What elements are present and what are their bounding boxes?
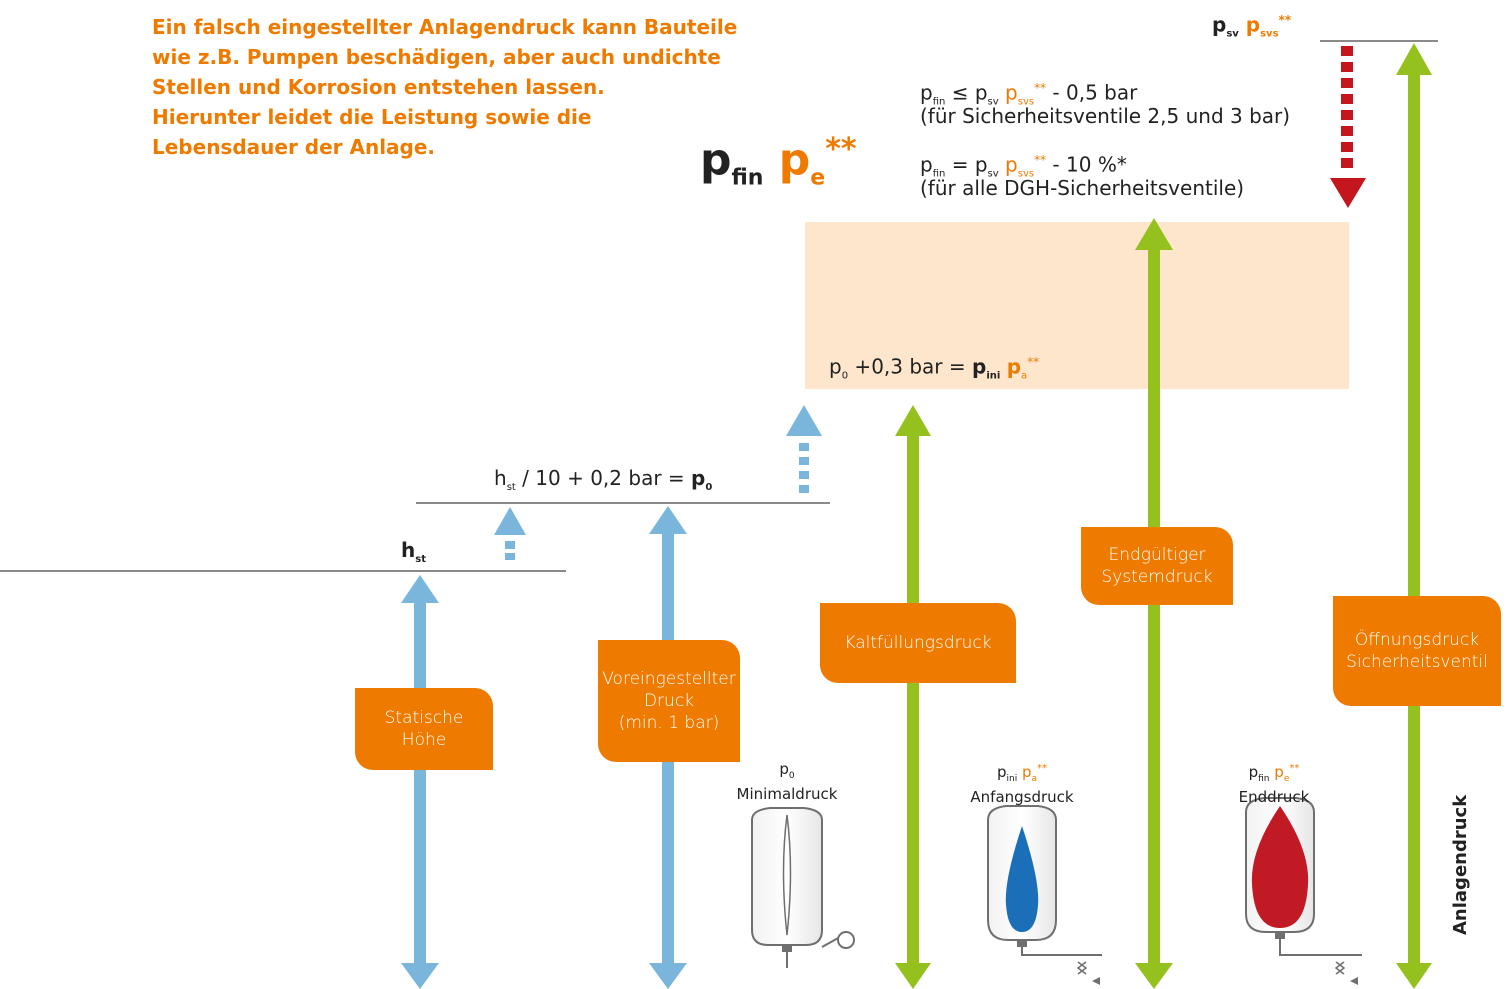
fle-p2: p bbox=[974, 80, 988, 105]
feq-sub2: sv bbox=[987, 168, 999, 180]
vessel-minimal-label: p0 Minimaldruck bbox=[727, 760, 847, 803]
feq-rest: - 10 %* bbox=[1046, 152, 1127, 177]
box-safety-valve-opening: Öffnungsdruck Sicherheitsventil bbox=[1333, 596, 1501, 706]
hst-label: hst bbox=[401, 538, 426, 572]
fini-sub: 0 bbox=[841, 370, 849, 382]
fini-mid: +0,3 bar = bbox=[848, 354, 973, 379]
title-p2: p bbox=[778, 134, 811, 186]
feq-p3: p bbox=[1005, 152, 1018, 177]
fp0-mid: / 10 + 0,2 bar = bbox=[515, 466, 692, 490]
fle-p3: p bbox=[1005, 80, 1018, 105]
psv-p: p bbox=[1212, 12, 1227, 37]
formula-p0: hst / 10 + 0,2 bar = p0 bbox=[494, 466, 712, 500]
fp0-h: h bbox=[494, 466, 507, 490]
vfin-symbol: pfin pe** bbox=[1248, 763, 1300, 784]
p0-to-pini-dashed-arrow bbox=[786, 405, 822, 493]
system-pressure-axis-label: Anlagendruck bbox=[1450, 794, 1471, 935]
hst-to-p0-dashed-arrow bbox=[494, 507, 526, 560]
fle-rest: - 0,5 bar bbox=[1046, 80, 1138, 105]
vessel-final-label: pfin pe** Enddruck bbox=[1214, 760, 1334, 806]
safety-valve-label: psv psvs** bbox=[1212, 8, 1291, 47]
psvs-stars: ** bbox=[1278, 13, 1292, 27]
hst-sub: st bbox=[415, 554, 426, 565]
feq-stars: ** bbox=[1034, 153, 1047, 167]
formula-eq: pfin = psv psvs** - 10 %* bbox=[920, 148, 1127, 187]
fle-stars: ** bbox=[1034, 81, 1047, 95]
vessel-initial-icon bbox=[987, 805, 1102, 985]
vini-symbol: pini pa** bbox=[996, 763, 1048, 784]
fle-sub2: sv bbox=[987, 96, 999, 108]
vessel-initial-label: pini pa** Anfangsdruck bbox=[962, 760, 1082, 806]
vfin-name: Enddruck bbox=[1238, 788, 1310, 806]
vmin-symbol: p0 bbox=[779, 760, 795, 781]
fini-p2: p bbox=[972, 354, 987, 379]
feq-p: p bbox=[920, 152, 933, 177]
fp0-p: p bbox=[691, 466, 706, 490]
box-cold-fill-pressure: Kaltfüllungsdruck bbox=[820, 603, 1016, 683]
fini-sub2: ini bbox=[986, 370, 1001, 382]
title-stars: ** bbox=[825, 132, 857, 167]
fini-stars: ** bbox=[1027, 355, 1040, 369]
fp0-sub2: 0 bbox=[705, 482, 713, 493]
box-preset-pressure: Voreingestellter Druck (min. 1 bar) bbox=[598, 640, 740, 762]
fini-p3: p bbox=[1006, 354, 1022, 379]
psvs-sub: svs bbox=[1260, 28, 1279, 40]
fp0-sub: st bbox=[506, 482, 516, 493]
formula-initial: p0 +0,3 bar = pini pa** bbox=[829, 350, 1039, 389]
box-final-system-pressure: Endgültiger Systemdruck bbox=[1081, 527, 1233, 605]
opening-pressure-arrow bbox=[1396, 43, 1432, 989]
vini-name: Anfangsdruck bbox=[970, 788, 1074, 806]
fle-sub: fin bbox=[932, 96, 946, 108]
intro-text: Ein falsch eingestellter Anlagendruck ka… bbox=[152, 15, 738, 159]
psvs-p: p bbox=[1245, 12, 1261, 37]
hst-arrow bbox=[401, 575, 439, 989]
fle-p: p bbox=[920, 80, 933, 105]
fle-rel: ≤ bbox=[945, 80, 975, 105]
box-static-height: Statische Höhe bbox=[355, 688, 493, 770]
feq-p2: p bbox=[974, 152, 988, 177]
title-sub: fin bbox=[731, 165, 764, 191]
fini-sub3: a bbox=[1021, 370, 1028, 382]
title-sub2: e bbox=[810, 165, 826, 191]
vessel-minimal-icon bbox=[751, 807, 855, 968]
formula-le: pfin ≤ psv psvs** - 0,5 bar bbox=[920, 76, 1137, 115]
title-p: p bbox=[700, 134, 732, 186]
pressure-band bbox=[805, 222, 1349, 389]
vessel-final-icon bbox=[1245, 797, 1362, 985]
fle-sub3: svs bbox=[1017, 96, 1035, 108]
cold-fill-arrow bbox=[895, 405, 931, 989]
formula-eq-note: (für alle DGH-Sicherheitsventile) bbox=[920, 176, 1245, 200]
feq-sub: fin bbox=[932, 168, 946, 180]
final-pressure-arrow bbox=[1135, 218, 1173, 989]
feq-rel: = bbox=[945, 152, 975, 177]
formula-le-note: (für Sicherheitsventile 2,5 und 3 bar) bbox=[920, 104, 1291, 128]
psv-sub: sv bbox=[1226, 28, 1239, 40]
safety-valve-red-dashed-arrow bbox=[1330, 46, 1366, 208]
feq-sub3: svs bbox=[1017, 168, 1035, 180]
fini-p: p bbox=[829, 354, 842, 379]
vmin-name: Minimaldruck bbox=[736, 785, 838, 803]
final-pressure-title: pfin pe** bbox=[700, 120, 857, 208]
hst-h: h bbox=[401, 538, 416, 562]
